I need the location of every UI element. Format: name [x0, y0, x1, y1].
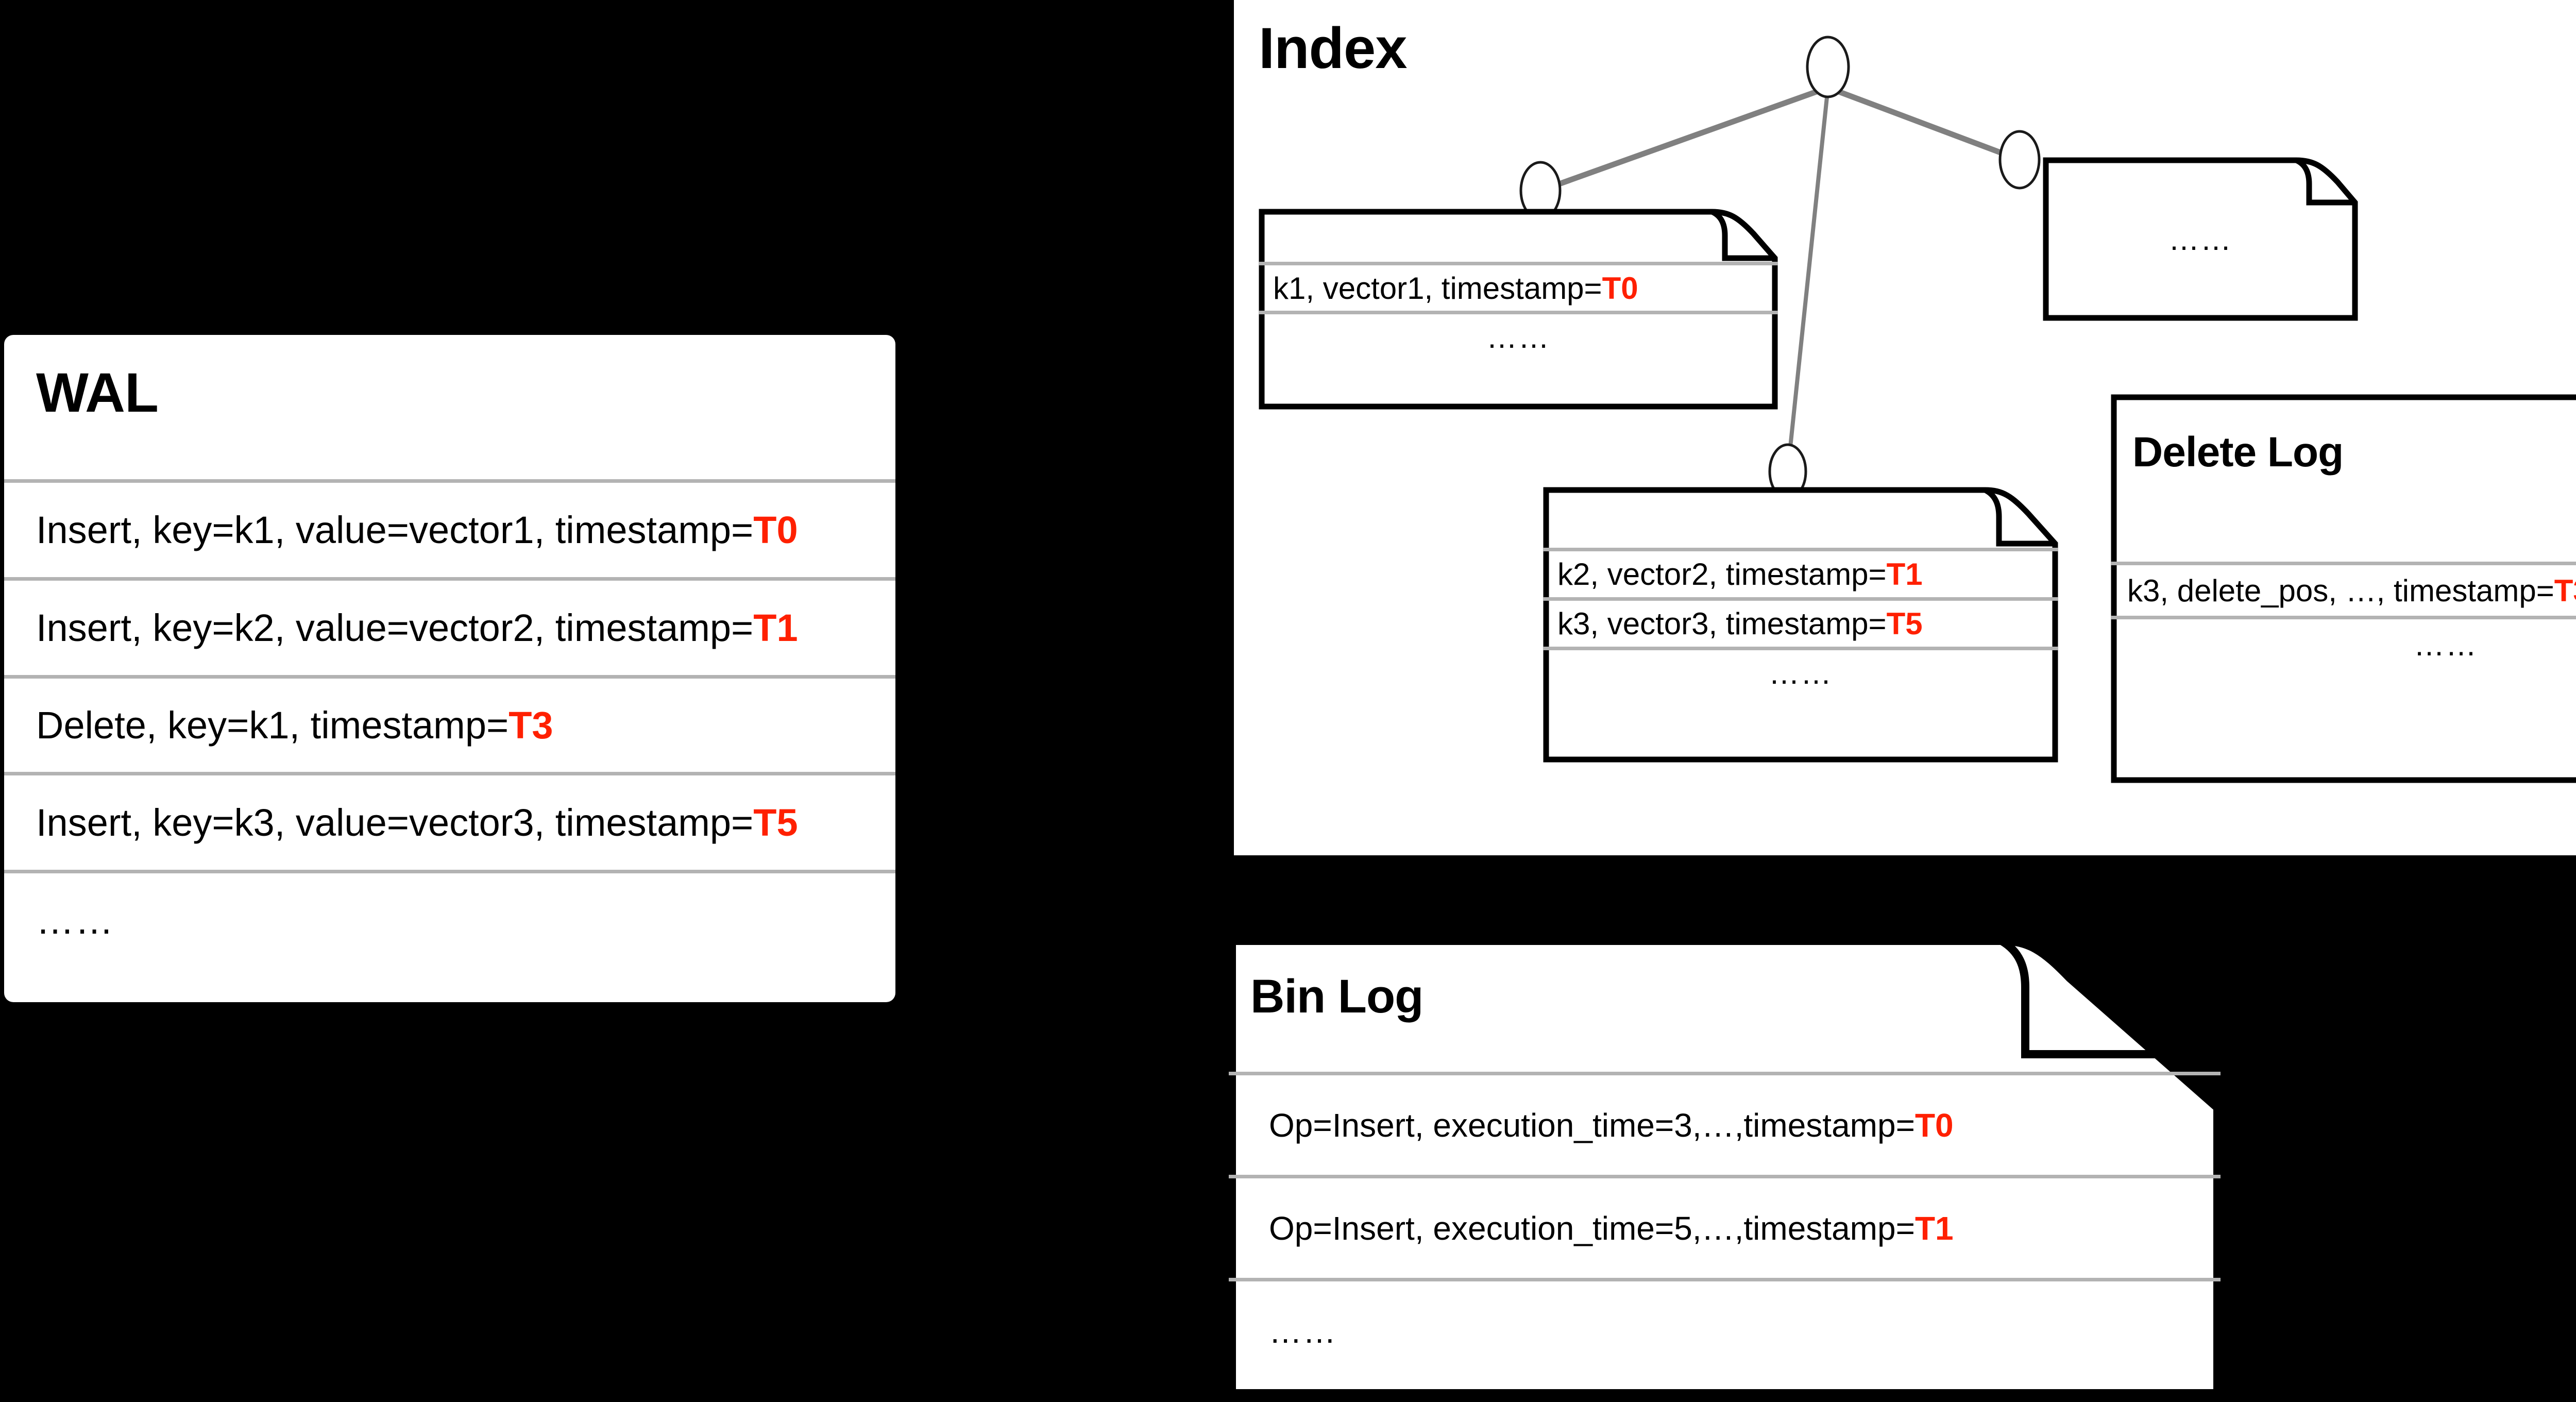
bin-log-row[interactable]: Op=Insert, execution_time=5,…,timestamp=…	[1229, 1175, 2221, 1278]
delete-log-row[interactable]: k3, delete_pos, …, timestamp=T3	[2111, 562, 2576, 616]
ellipsis-icon: ……	[1769, 656, 1833, 690]
delete-log-row-more[interactable]: ……	[2111, 616, 2576, 670]
wal-row[interactable]: Insert, key=k3, value=vector3, timestamp…	[4, 772, 895, 870]
wal-row-timestamp: T3	[509, 704, 553, 747]
index-leaf-card-placeholder: ……	[2043, 157, 2358, 321]
bin-log-card: Bin Log Op=Insert, execution_time=3,…,ti…	[1228, 937, 2222, 1397]
ellipsis-icon: ……	[1486, 319, 1550, 354]
card-row[interactable]: k1, vector1, timestamp=T0	[1259, 262, 1778, 311]
index-leaf-card-k1: k1, vector1, timestamp=T0 ……	[1259, 209, 1778, 410]
wal-row-text: Insert, key=k3, value=vector3, timestamp…	[36, 801, 754, 844]
document-card-shape	[2111, 394, 2576, 783]
card-row-text: k3, vector3, timestamp=	[1557, 606, 1887, 641]
index-leaf-card-k2-k3: k2, vector2, timestamp=T1 k3, vector3, t…	[1543, 487, 2058, 763]
wal-row-text: Delete, key=k1, timestamp=	[36, 704, 509, 747]
wal-row[interactable]: Insert, key=k2, value=vector2, timestamp…	[4, 577, 895, 675]
card-row-more[interactable]: ……	[1543, 647, 2058, 696]
wal-title: WAL	[36, 361, 159, 424]
ellipsis-icon: ……	[1269, 1312, 1337, 1350]
bin-log-title: Bin Log	[1250, 970, 1423, 1023]
wal-row[interactable]: Delete, key=k1, timestamp=T3	[4, 675, 895, 772]
delete-log-title: Delete Log	[2132, 429, 2344, 476]
card-row[interactable]: k3, vector3, timestamp=T5	[1543, 597, 2058, 647]
wal-row[interactable]: Insert, key=k1, value=vector1, timestamp…	[4, 479, 895, 577]
wal-row-text: Insert, key=k2, value=vector2, timestamp…	[36, 606, 754, 649]
bin-log-row-timestamp: T1	[1914, 1209, 1954, 1247]
bin-log-row[interactable]: Op=Insert, execution_time=3,…,timestamp=…	[1229, 1072, 2221, 1175]
bin-log-row-text: Op=Insert, execution_time=3,…,timestamp=	[1269, 1106, 1915, 1144]
card-row-timestamp: T0	[1602, 271, 1638, 306]
index-title: Index	[1259, 16, 1408, 80]
card-row-more[interactable]: ……	[2043, 157, 2358, 321]
wal-row-list: Insert, key=k1, value=vector1, timestamp…	[4, 479, 895, 968]
wal-row-timestamp: T0	[753, 509, 798, 551]
document-card-shape	[1259, 209, 1778, 410]
wal-row-more[interactable]: ……	[4, 870, 895, 968]
wal-row-text: Insert, key=k1, value=vector1, timestamp…	[36, 509, 754, 551]
card-row[interactable]: k2, vector2, timestamp=T1	[1543, 548, 2058, 597]
ellipsis-icon: ……	[2168, 222, 2232, 257]
document-card-shape	[1543, 487, 2058, 763]
card-row-timestamp: T5	[1886, 606, 1923, 641]
card-row-timestamp: T1	[1886, 557, 1923, 592]
ellipsis-icon: ……	[36, 899, 114, 942]
wal-row-timestamp: T5	[753, 801, 798, 844]
bin-log-row-timestamp: T0	[1914, 1106, 1954, 1144]
card-row-text: k1, vector1, timestamp=	[1273, 271, 1602, 306]
wal-row-timestamp: T1	[753, 606, 798, 649]
delete-log-card: Delete Log k3, delete_pos, …, timestamp=…	[2111, 394, 2576, 783]
delete-log-row-text: k3, delete_pos, …, timestamp=	[2127, 573, 2554, 608]
card-row-more[interactable]: ……	[1259, 311, 1778, 360]
bin-log-row-more[interactable]: ……	[1229, 1278, 2221, 1381]
card-row-text: k2, vector2, timestamp=	[1557, 557, 1887, 592]
delete-log-row-timestamp: T3	[2554, 573, 2576, 608]
bin-log-row-text: Op=Insert, execution_time=5,…,timestamp=	[1269, 1209, 1915, 1247]
document-card-shape	[2043, 157, 2358, 321]
wal-panel: WAL Insert, key=k1, value=vector1, times…	[4, 335, 895, 1002]
ellipsis-icon: ……	[2414, 627, 2478, 662]
